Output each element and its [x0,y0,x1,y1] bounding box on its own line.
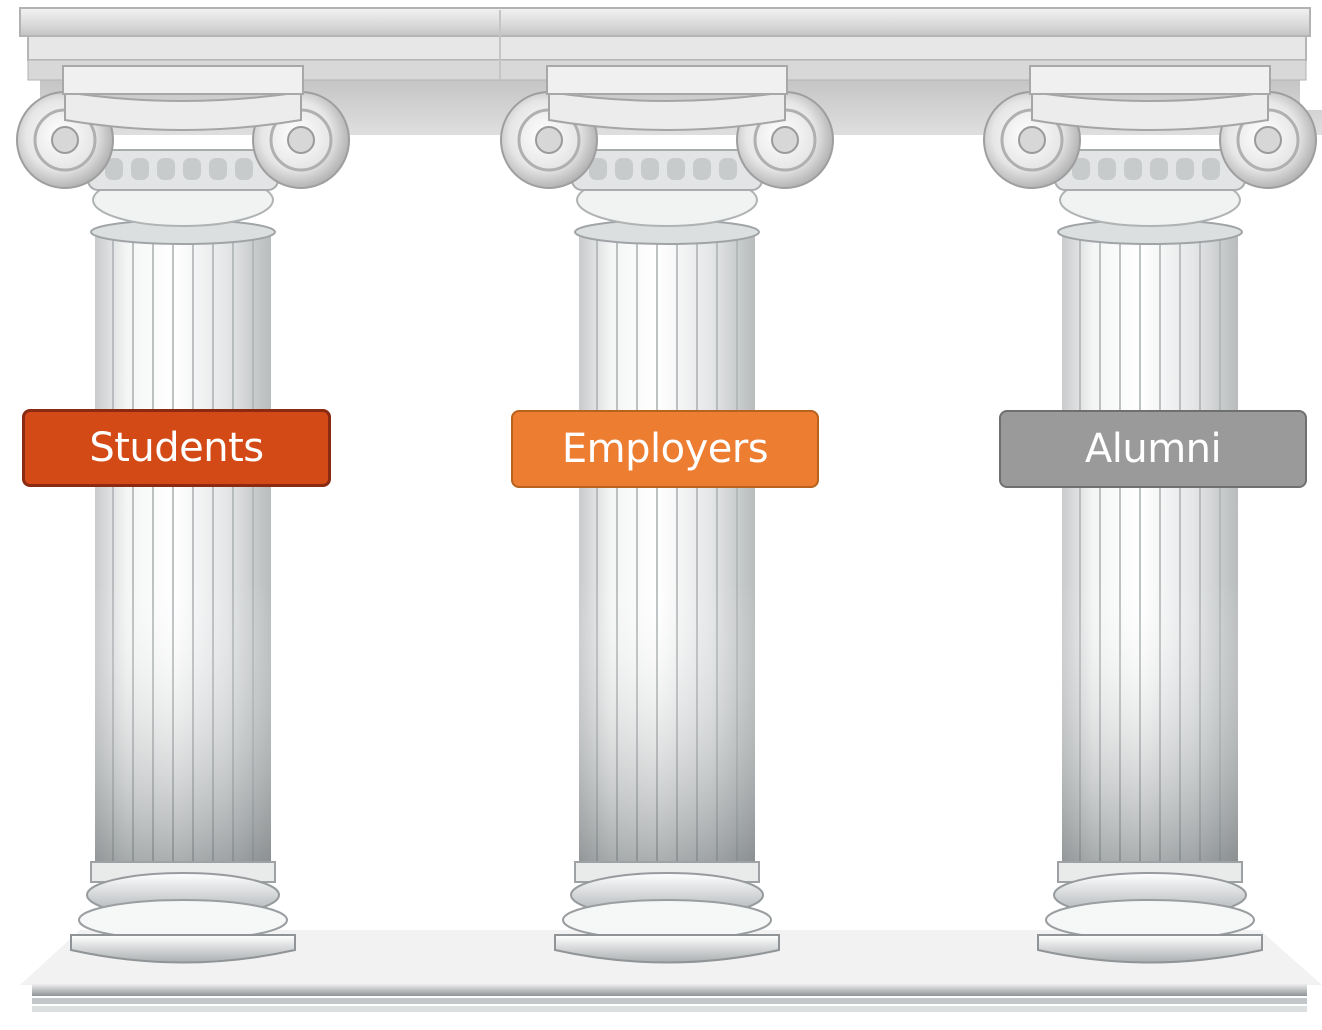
students-label: Students [22,409,331,487]
alumni-label: Alumni [999,410,1307,488]
employers-label: Employers [511,410,819,488]
